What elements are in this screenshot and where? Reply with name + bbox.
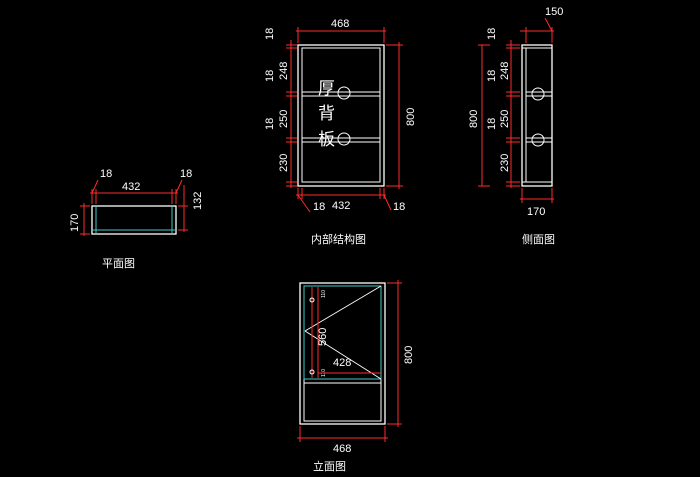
internal-dim-250: 250 [278,110,290,128]
plan-dim-132: 132 [192,192,204,210]
side-dim-150: 150 [545,6,563,18]
internal-dim-bottom-432: 432 [332,200,350,212]
internal-outer-frame [297,44,385,187]
plan-dim-18-right: 18 [180,168,192,180]
internal-dim-800: 800 [405,108,417,126]
back-panel-char-2: 背 [318,104,335,124]
back-panel-char-3: 板 [318,130,335,150]
internal-structure-view: 厚 背 板 468 18 248 18 250 18 230 800 [264,18,417,246]
internal-dim-18-b: 18 [264,70,276,82]
internal-dim-18-top: 18 [264,28,276,40]
internal-dim-bottom-18-left: 18 [313,201,325,213]
side-view: 150 18 248 18 250 18 230 800 170 侧面图 [468,6,563,246]
internal-dim-18-c: 18 [264,118,276,130]
side-dim-18-b: 18 [486,70,498,82]
internal-dim-bottom-18-right: 18 [393,201,405,213]
plan-view: 18 432 18 132 170 平面图 [69,168,204,270]
plan-dim-18-left: 18 [100,168,112,180]
side-dim-18-c: 18 [486,118,498,130]
side-view-title: 侧面图 [522,233,555,246]
elevation-dim-468: 468 [333,443,351,455]
elevation-view-title: 立面图 [313,459,346,473]
side-dim-170: 170 [527,206,545,218]
side-connector-hole [531,133,545,147]
plan-outline [91,205,177,235]
side-dim-800: 800 [468,110,480,128]
internal-dim-230: 230 [278,154,290,172]
elevation-door-swing-line [304,285,382,332]
plan-view-title: 平面图 [102,257,135,270]
back-panel-char-1: 厚 [318,79,335,99]
internal-view-title: 内部结构图 [311,232,366,246]
side-connector-hole [531,87,545,101]
side-dim-250: 250 [499,110,511,128]
internal-leader-left [297,194,311,213]
elevation-hinge-mark [309,297,315,303]
internal-connector-hole [337,86,351,100]
elevation-view: 110 110 560 428 800 468 立面图 [297,280,415,473]
elevation-dim-800: 800 [403,346,415,364]
side-dim-248: 248 [499,62,511,80]
plan-leader-right [175,179,183,194]
elevation-dim-560: 560 [317,328,329,346]
plan-dim-170: 170 [69,214,81,232]
side-leader-150 [544,17,553,32]
elevation-dim-small-top: 110 [321,290,327,298]
plan-dim-432: 432 [122,181,140,193]
side-dim-18-top: 18 [486,28,498,40]
internal-dim-248: 248 [278,62,290,80]
internal-connector-hole [337,132,351,146]
plan-leader-left [91,179,99,194]
elevation-door-panel [303,285,382,380]
internal-dim-468: 468 [331,18,349,30]
elevation-inner-frame [303,285,382,422]
side-dim-230: 230 [499,154,511,172]
internal-leader-right [383,194,392,211]
elevation-hinge-mark [309,369,315,375]
side-outline [521,44,553,187]
elevation-outer-frame [299,282,386,425]
internal-inner-frame [301,47,381,183]
elevation-dim-428: 428 [333,357,351,369]
